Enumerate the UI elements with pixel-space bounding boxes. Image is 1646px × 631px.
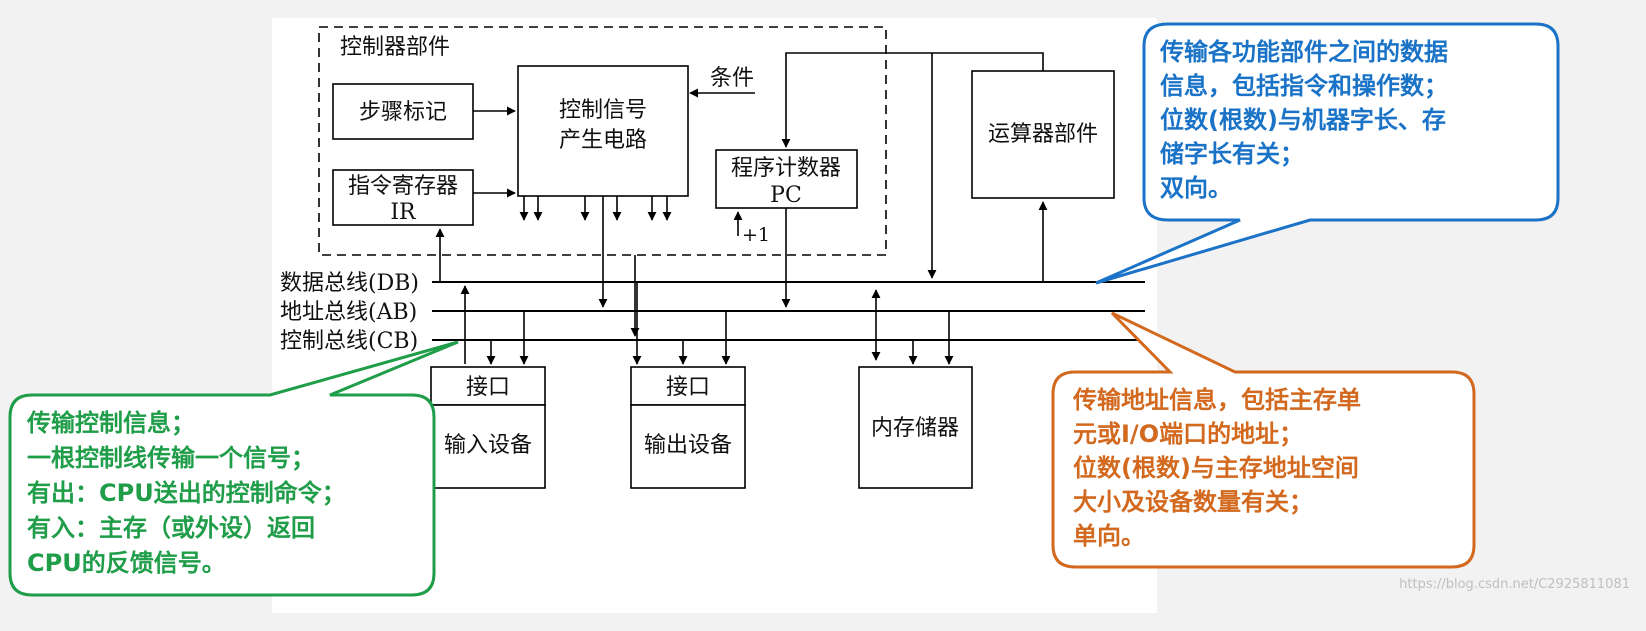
data-to-pc-line <box>781 52 1044 148</box>
step-marker-box <box>332 83 474 140</box>
control-signal-outputs <box>519 196 672 221</box>
pc-increment-label: +1 <box>742 224 770 246</box>
control-bus-note-line-2: 一根控制线传输一个信号； <box>27 444 315 472</box>
input-device-box <box>430 404 546 489</box>
data-bus-note-line-4: 储字长有关； <box>1160 140 1304 168</box>
control-bus-note-line-1: 传输控制信息； <box>26 409 195 437</box>
address-bus-label: 地址总线(AB) <box>280 300 417 325</box>
output-interface-label: 接口 <box>666 375 710 400</box>
data-bus-note-line-3: 位数(根数)与机器字长、存 <box>1160 106 1446 134</box>
control-signal-label-2: 产生电路 <box>559 128 647 153</box>
data-bus-note-line-5: 双向。 <box>1160 174 1232 202</box>
step-marker-label: 步骤标记 <box>359 100 447 125</box>
address-bus-note-line-4: 大小及设备数量有关； <box>1073 488 1313 516</box>
address-bus-note-line-1: 传输地址信息，包括主存单 <box>1072 386 1361 414</box>
program-counter-label-2: PC <box>770 183 802 208</box>
data-bus-callout <box>1095 22 1560 285</box>
condition-label: 条件 <box>710 66 754 91</box>
output-device-bus-links <box>632 282 731 365</box>
address-bus-callout <box>1051 311 1476 569</box>
control-bus-callout <box>8 340 459 597</box>
instruction-register-label-1: 指令寄存器 <box>348 174 458 199</box>
input-device-label: 输入设备 <box>444 433 532 458</box>
control-bus-note-line-3: 有出：CPU送出的控制命令； <box>27 479 346 507</box>
data-bus-note-line-2: 信息，包括指令和操作数； <box>1160 72 1448 100</box>
address-bus-note-line-5: 单向。 <box>1073 522 1145 550</box>
address-bus-note-line-3: 位数(根数)与主存地址空间 <box>1073 454 1359 482</box>
controller-unit-region <box>318 26 887 256</box>
instruction-register-box <box>332 169 474 226</box>
control-bus-label: 控制总线(CB) <box>280 329 418 354</box>
memory-label: 内存储器 <box>871 416 959 441</box>
input-interface-box <box>430 366 546 406</box>
program-counter-box <box>715 149 858 209</box>
controller-unit-label: 控制器部件 <box>340 35 450 60</box>
alu-label: 运算器部件 <box>988 122 1098 147</box>
output-device-label: 输出设备 <box>644 433 732 458</box>
output-interface-box <box>630 366 746 406</box>
input-interface-label: 接口 <box>466 375 510 400</box>
control-bus-callout-text: 传输控制信息； 一根控制线传输一个信号； 有出：CPU送出的控制命令； 有入：主… <box>26 409 346 577</box>
control-signal-generator-box <box>517 65 689 197</box>
control-signal-label-1: 控制信号 <box>559 98 647 123</box>
alu-box <box>971 70 1115 199</box>
data-bus-note-line-1: 传输各功能部件之间的数据 <box>1159 38 1448 66</box>
input-device-bus-links <box>460 285 529 365</box>
program-counter-label-1: 程序计数器 <box>731 156 841 181</box>
address-bus-note-line-2: 元或I/O端口的地址； <box>1073 420 1303 448</box>
control-bus-note-line-5: CPU的反馈信号。 <box>27 549 226 577</box>
instruction-register-label-2: IR <box>390 200 417 225</box>
control-bus-note-line-4: 有入：主存（或外设）返回 <box>27 514 315 542</box>
data-bus-callout-text: 传输各功能部件之间的数据 信息，包括指令和操作数； 位数(根数)与机器字长、存 … <box>1159 38 1448 202</box>
memory-box <box>858 366 973 489</box>
data-bus-label: 数据总线(DB) <box>280 271 419 296</box>
address-bus-callout-text: 传输地址信息，包括主存单 元或I/O端口的地址； 位数(根数)与主存地址空间 大… <box>1072 386 1361 550</box>
memory-bus-links <box>871 289 954 365</box>
output-device-box <box>630 404 746 489</box>
watermark-text: https://blog.csdn.net/C2925811081 <box>1399 577 1630 592</box>
